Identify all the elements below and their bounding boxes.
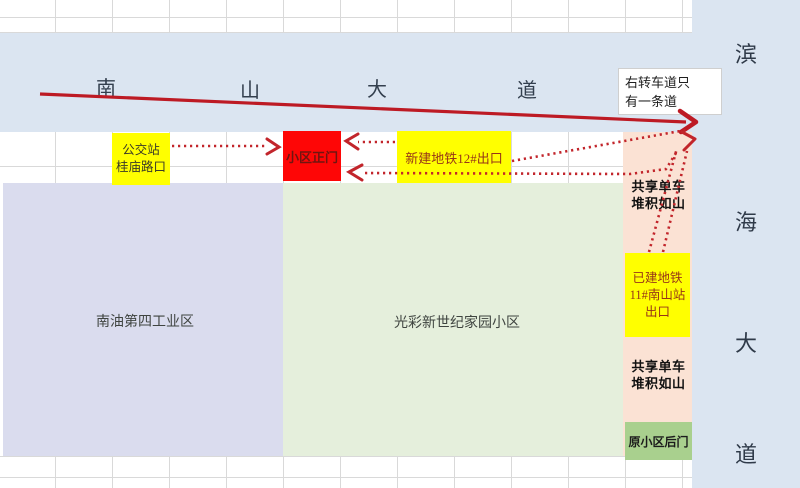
industrial-zone-label: 南油第四工业区 — [96, 315, 194, 330]
binhai-road-char: 道 — [735, 442, 758, 467]
main-gate-label: 小区正门 — [285, 149, 338, 165]
back-gate-box: 原小区后门 — [625, 422, 692, 460]
note-line: 有一条道 — [625, 93, 678, 109]
main-gate-box: 小区正门 — [283, 131, 341, 181]
arrowhead-left — [343, 132, 360, 151]
bike-pile-line: 堆积如山 — [631, 375, 686, 391]
bike-pile-warning-bottom: 共享单车 堆积如山 — [625, 359, 692, 392]
bike-pile-line: 共享单车 — [631, 179, 686, 194]
arrowhead-right — [265, 137, 282, 156]
nanshan-road-char: 山 — [240, 80, 260, 102]
nanshan-road-char: 道 — [517, 80, 537, 102]
bike-pile-line: 堆积如山 — [631, 195, 686, 211]
bus-stop-box: 公交站 桂庙路口 — [112, 133, 170, 185]
binhai-road-char: 滨 — [735, 42, 758, 67]
back-gate-label: 原小区后门 — [628, 434, 689, 449]
bike-pile-warning-top: 共享单车 堆积如山 — [625, 179, 692, 212]
gridline — [0, 456, 800, 457]
community-block — [283, 183, 623, 456]
binhai-road-char: 大 — [735, 331, 758, 356]
nanshan-road-char: 南 — [96, 78, 116, 100]
metro11-exit-box: 已建地铁 11#南山站 出口 — [625, 253, 690, 337]
metro11-line: 出口 — [644, 304, 670, 319]
arrowhead-left — [345, 163, 364, 182]
bike-pile-line: 共享单车 — [631, 359, 686, 374]
gridline — [0, 477, 800, 478]
industrial-zone-block — [3, 183, 283, 456]
bus-stop-line: 桂庙路口 — [115, 160, 166, 174]
note-line: 右转车道只 — [625, 74, 691, 90]
binhai-road-char: 海 — [735, 210, 758, 235]
right-turn-note: 右转车道只 有一条道 — [618, 68, 722, 115]
gridline — [0, 32, 800, 33]
metro12-label: 新建地铁12#出口 — [405, 150, 503, 166]
metro11-line: 11#南山站 — [629, 287, 686, 302]
metro12-exit-box: 新建地铁12#出口 — [397, 131, 511, 183]
gridline — [0, 17, 800, 18]
community-label: 光彩新世纪家园小区 — [394, 316, 520, 331]
metro11-line: 已建地铁 — [632, 270, 683, 285]
nanshan-road-char: 大 — [367, 79, 387, 101]
bus-stop-line: 公交站 — [122, 143, 160, 157]
